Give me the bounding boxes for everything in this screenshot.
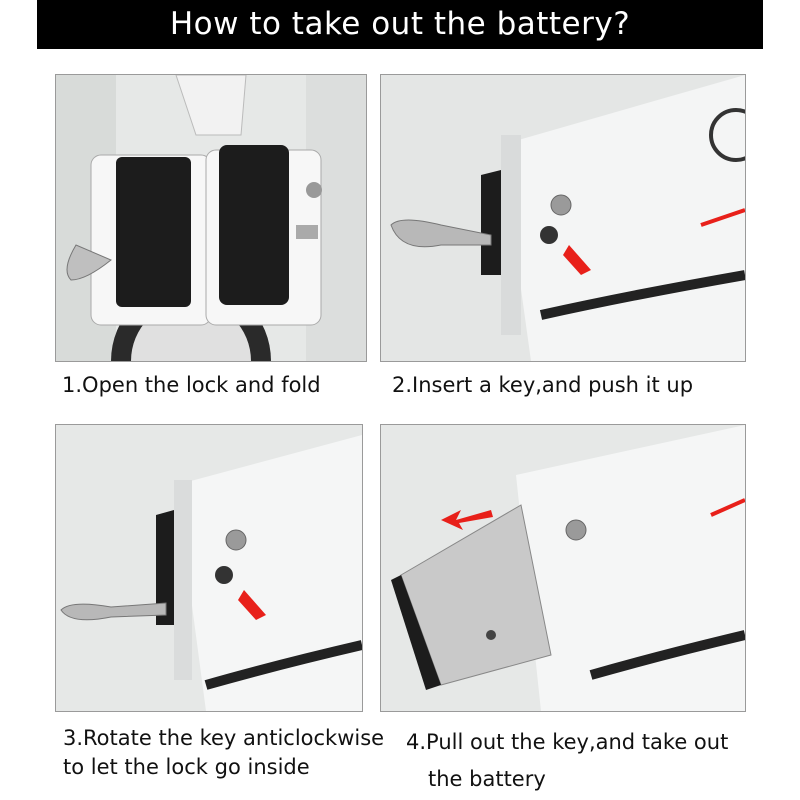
step-4-caption-line-1: 4.Pull out the key,and take out	[406, 730, 729, 754]
title-banner: How to take out the battery?	[37, 0, 763, 49]
step-1-caption: 1.Open the lock and fold	[62, 373, 321, 397]
step-3-caption-line-1: 3.Rotate the key anticlockwise	[63, 726, 385, 750]
page-title: How to take out the battery?	[169, 6, 631, 42]
step-3-caption-line-2: to let the lock go inside	[63, 755, 310, 779]
step-3-photo	[55, 424, 363, 712]
step-2-caption: 2.Insert a key,and push it up	[392, 373, 694, 397]
insert-key-photo	[381, 75, 745, 361]
open-lock-and-fold-photo	[56, 75, 366, 361]
pull-out-battery-photo	[381, 425, 745, 711]
red-arrow-icon	[238, 590, 266, 620]
step-1-photo	[55, 74, 367, 362]
step-2-photo	[380, 74, 746, 362]
red-arrow-icon	[441, 510, 493, 530]
step-4-caption-line-2: the battery	[428, 767, 546, 791]
red-arrow-icon	[563, 245, 591, 275]
rotate-key-photo	[56, 425, 362, 711]
step-4-photo	[380, 424, 746, 712]
